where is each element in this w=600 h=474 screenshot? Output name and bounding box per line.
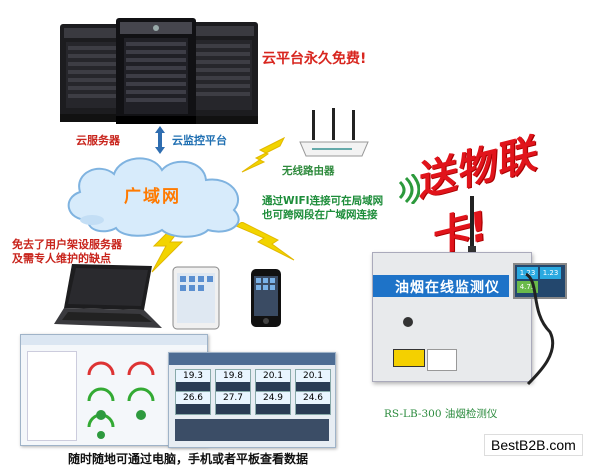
tile-value: 19.3 [176,370,210,382]
display-value: 1.23 [517,267,538,279]
tile-value: 19.8 [216,370,250,382]
device-display: 1.23 1.23 4.73 [513,263,567,299]
no-server-line1: 免去了用户架设服务器 [12,238,122,251]
data-tile: 26.6 [175,391,211,415]
data-tile: 24.6 [295,391,331,415]
display-value: 1.23 [540,267,561,279]
double-arrow-icon [155,126,165,154]
warning-plate [427,349,457,371]
warning-label [393,349,425,367]
wifi-note-line2: 也可跨网段在广域网连接 [262,209,378,221]
dashboard-panel-front: 19.3 19.8 20.1 20.1 26.6 27.7 24.9 24.6 [168,352,336,448]
device-model-caption: RS-LB-300 油烟检测仪 [384,408,498,420]
no-server-line2: 及需专人维护的缺点 [12,252,111,265]
device-cabinet: 油烟在线监测仪 1.23 1.23 4.73 [372,252,567,382]
tile-value: 20.1 [296,370,330,382]
tile-value: 20.1 [256,370,290,382]
device-panel-title: 油烟在线监测仪 [395,280,500,296]
cable-icon [525,272,555,386]
cloud-server-icon [60,18,258,124]
wifi-signal-icon [398,174,420,204]
data-tile: 27.7 [215,391,251,415]
wifi-note-line1: 通过WIFI连接可在局域网 [262,195,384,207]
lightning-bolt-icon [241,136,286,173]
wan-label: 广域网 [124,187,181,207]
device-title-bar: 油烟在线监测仪 [373,275,509,297]
tablet-icon [172,266,220,330]
wireless-router-icon [299,108,369,157]
cloud-icon [67,157,240,238]
lightning-bolt-icon [236,222,295,261]
laptop-icon [54,264,162,328]
data-tile: 24.9 [255,391,291,415]
tile-value: 24.9 [256,392,290,404]
smartphone-icon [251,269,281,327]
tile-value: 27.7 [216,392,250,404]
cloud-free-text: 云平台永久免费! [262,51,367,67]
tile-value: 26.6 [176,392,210,404]
antenna-icon [468,196,476,258]
tile-value: 24.6 [296,392,330,404]
keyhole-icon [403,317,413,327]
bottom-caption: 随时随地可通过电脑，手机或者平板查看数据 [68,452,309,466]
send-card-slogan: 送物联卡! [410,131,541,263]
wireless-router-label: 无线路由器 [282,165,335,177]
cloud-server-label: 云服务器 [76,134,120,147]
cloud-monitor-label: 云监控平台 [172,134,227,147]
watermark: BestB2B.com [484,434,583,456]
